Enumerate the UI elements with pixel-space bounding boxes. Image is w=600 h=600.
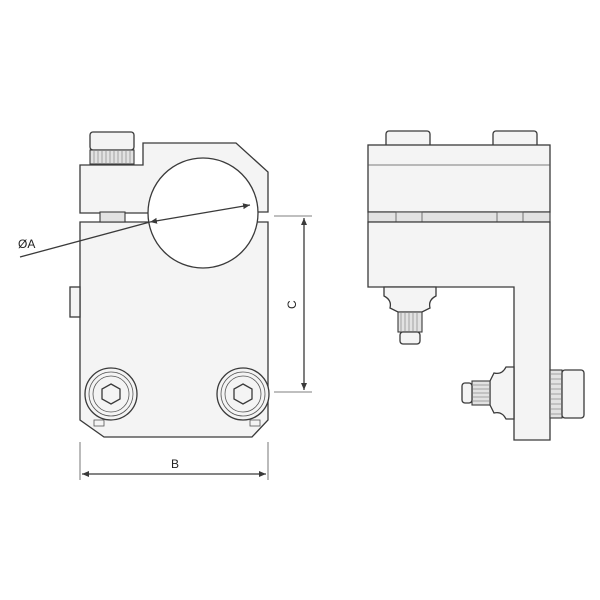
side-bracket-body [367, 221, 551, 441]
dimension-diameter: ØA [18, 203, 251, 258]
side-left-screw [461, 366, 515, 420]
side-right-screw [549, 369, 585, 419]
height-label: C [285, 300, 299, 309]
top-screw [89, 131, 135, 165]
width-label: B [171, 457, 179, 471]
side-view [367, 130, 585, 441]
front-view: ØA C B [18, 131, 312, 480]
dimension-width: B [79, 442, 269, 480]
socket-screw-right [216, 367, 270, 421]
dimension-height: C [274, 215, 312, 393]
side-upper-jaw [367, 144, 551, 213]
side-bottom-screw [383, 286, 437, 345]
socket-screw-left [84, 367, 138, 421]
diameter-label: ØA [18, 237, 35, 251]
